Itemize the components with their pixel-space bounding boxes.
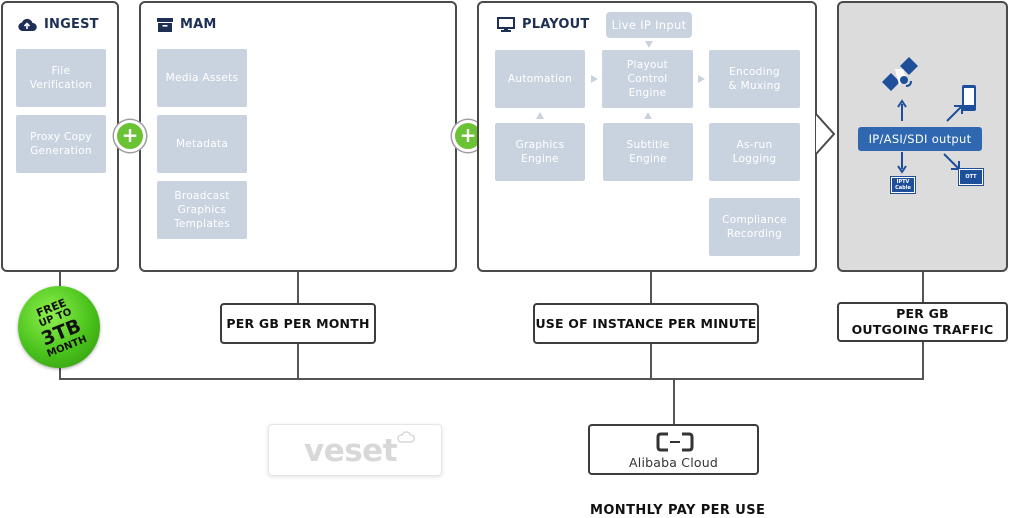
playout-connector-top (650, 270, 652, 303)
ingest-title-text: INGEST (44, 17, 99, 32)
monitor-icon (497, 17, 515, 32)
output-connector-top (922, 270, 924, 303)
arrow-upright-icon (946, 105, 963, 122)
chevron-right-icon (815, 113, 836, 155)
playout-panel: PLAYOUT Live IP Input Automation Playout… (477, 1, 817, 272)
arrow-up-icon (644, 112, 652, 119)
plus-icon: + (114, 120, 146, 152)
alibaba-cloud-logo: Alibaba Cloud (588, 424, 759, 475)
monthly-pay-label: MONTHLY PAY PER USE (590, 503, 766, 518)
metadata-box: Metadata (157, 115, 247, 173)
playout-control-box: Playout Control Engine (602, 50, 693, 108)
arrow-right-icon (591, 75, 598, 83)
veset-logo-text: veset (304, 433, 398, 469)
ip-asi-sdi-output-box: IP/ASI/SDI output (858, 127, 982, 151)
proxy-copy-box: Proxy Copy Generation (16, 115, 106, 173)
arrow-up-icon (536, 112, 544, 119)
free-3tb-badge: FREE UP TO 3TB MONTH (18, 286, 100, 368)
veset-logo: veset (268, 424, 442, 476)
cloud-icon (397, 431, 415, 443)
arrow-up-icon (897, 99, 907, 121)
playout-pricing-box: USE OF INSTANCE PER MINUTE (533, 303, 759, 344)
cloud-connector (673, 378, 675, 424)
broadcast-graphics-box: Broadcast Graphics Templates (157, 181, 247, 239)
alibaba-cloud-icon (656, 432, 694, 452)
output-panel: IP/ASI/SDI output IPTV Cable OTT (837, 1, 1008, 272)
free-badge-text: FREE UP TO 3TB MONTH (6, 274, 113, 381)
subtitle-engine-box: Subtitle Engine (603, 123, 693, 181)
encoding-muxing-box: Encoding & Muxing (709, 50, 800, 108)
ott-badge: OTT (959, 169, 983, 185)
archive-icon (157, 17, 173, 32)
mam-title: MAM (157, 17, 217, 32)
ingest-title: INGEST (17, 17, 99, 32)
mam-connector-bottom (297, 343, 299, 380)
cloud-upload-icon (18, 18, 37, 31)
ingest-panel: INGEST File Verification Proxy Copy Gene… (1, 1, 119, 272)
output-connector-bottom (922, 341, 924, 380)
playout-title: PLAYOUT (497, 17, 589, 32)
arrow-down-icon (897, 152, 907, 174)
mam-connector-top (297, 270, 299, 303)
output-pricing-box: PER GB OUTGOING TRAFFIC (837, 302, 1008, 342)
arrow-down-icon (645, 41, 653, 48)
arrow-right-icon (698, 75, 705, 83)
satellite-icon (882, 57, 918, 91)
bus-line (59, 378, 924, 380)
mam-panel: MAM Media Assets Metadata Broadcast Grap… (139, 1, 457, 272)
mam-title-text: MAM (180, 17, 217, 32)
graphics-engine-box: Graphics Engine (495, 123, 585, 181)
automation-box: Automation (495, 50, 585, 108)
compliance-recording-box: Compliance Recording (709, 198, 800, 256)
live-ip-input-box: Live IP Input (606, 12, 692, 38)
iptv-cable-badge: IPTV Cable (891, 177, 915, 193)
playout-connector-bottom (650, 343, 652, 380)
phone-icon (962, 85, 976, 111)
playout-title-text: PLAYOUT (522, 17, 590, 32)
as-run-logging-box: As-run Logging (709, 123, 800, 181)
mam-pricing-box: PER GB PER MONTH (220, 303, 376, 344)
alibaba-cloud-text: Alibaba Cloud (629, 455, 718, 470)
file-verification-box: File Verification (16, 49, 106, 107)
media-assets-box: Media Assets (157, 49, 247, 107)
